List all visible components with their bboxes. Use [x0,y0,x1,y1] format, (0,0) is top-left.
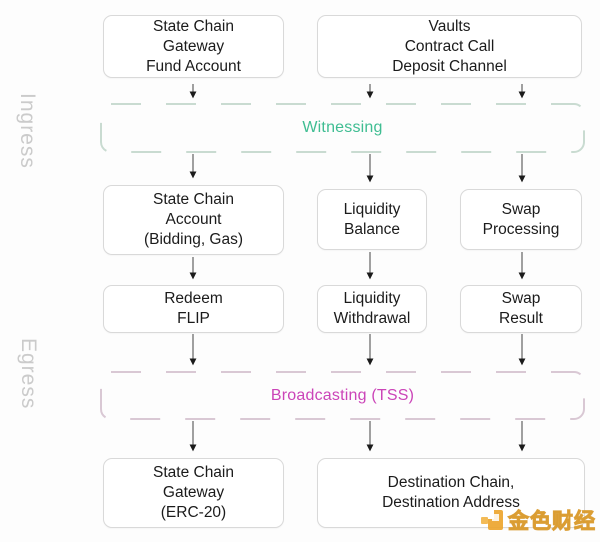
node-state-chain-gateway-erc20: State Chain Gateway (ERC-20) [103,458,284,528]
watermark: 金色财经 [481,505,596,535]
node-vaults-contract-call-deposit-channel: Vaults Contract Call Deposit Channel [317,15,582,78]
witnessing-label: Witnessing [302,119,383,136]
egress-label: Egress [17,338,40,410]
watermark-text: 金色财经 [508,510,596,534]
node-swap-result: Swap Result [460,285,582,333]
ingress-label: Ingress [16,93,39,169]
node-destination-chain-address: Destination Chain, Destination Address [317,458,585,528]
node-state-chain-gateway-fund-account: State Chain Gateway Fund Account [103,15,284,78]
jinse-logo-icon [481,508,505,533]
node-swap-processing: Swap Processing [460,189,582,250]
witnessing-band: Witnessing [101,104,584,152]
broadcasting-band: Broadcasting (TSS) [101,372,584,419]
node-liquidity-balance: Liquidity Balance [317,189,427,250]
node-state-chain-account: State Chain Account (Bidding, Gas) [103,185,284,255]
node-liquidity-withdrawal: Liquidity Withdrawal [317,285,427,333]
broadcasting-label: Broadcasting (TSS) [270,386,415,404]
node-redeem-flip: Redeem FLIP [103,285,284,333]
